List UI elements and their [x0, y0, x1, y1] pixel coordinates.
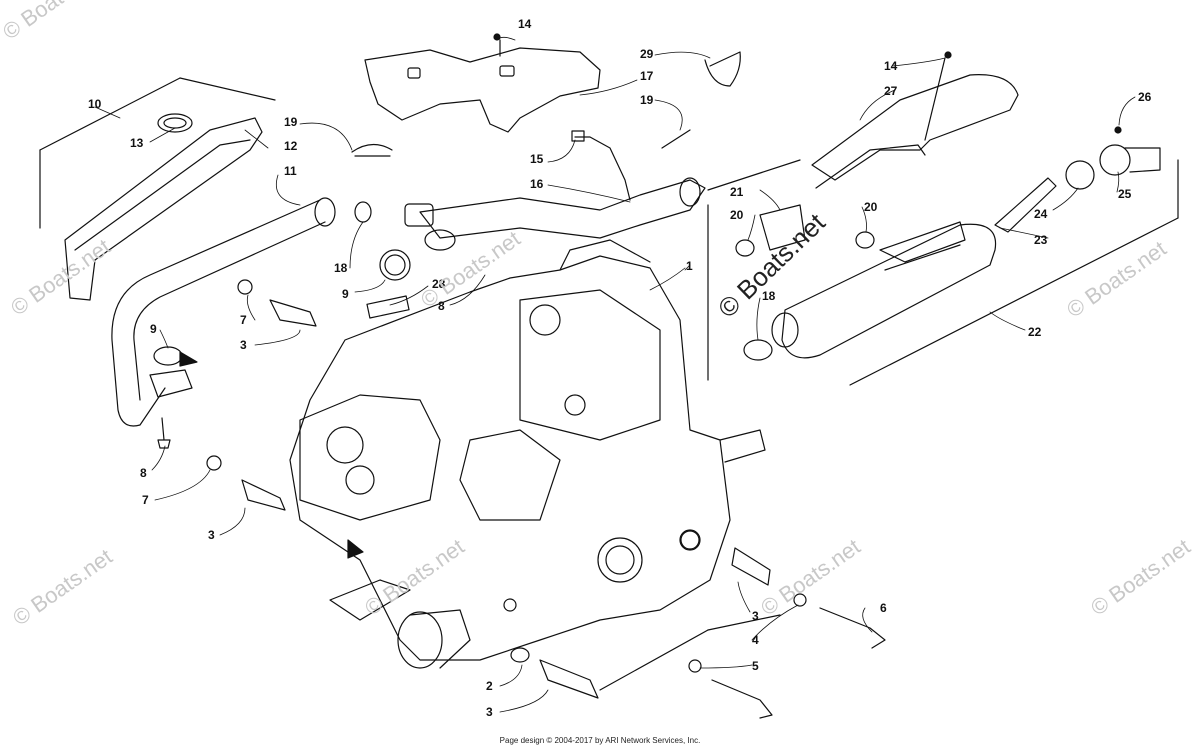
callout-28: 28 [432, 277, 446, 291]
callout-8: 8 [140, 466, 147, 480]
callout-11: 11 [284, 164, 297, 178]
engine-mounts [206, 279, 886, 719]
callout-10: 10 [88, 97, 102, 111]
callout-20: 20 [864, 200, 878, 214]
callout-20: 20 [730, 208, 744, 222]
callout-4: 4 [752, 633, 759, 647]
callout-17: 17 [640, 69, 654, 83]
callout-3: 3 [486, 705, 493, 719]
front-pipe-assembly [351, 51, 741, 319]
leader-lines [94, 36, 1136, 713]
muffler-assembly [707, 51, 1179, 386]
callout-18: 18 [334, 261, 348, 275]
callout-6: 6 [880, 601, 887, 615]
callout-29: 29 [640, 47, 654, 61]
callout-19: 19 [284, 115, 298, 129]
callout-26: 26 [1138, 90, 1152, 104]
callout-14: 14 [884, 59, 898, 73]
callout-9: 9 [150, 322, 157, 336]
callout-8: 8 [438, 299, 445, 313]
callout-3: 3 [752, 609, 759, 623]
callout-7: 7 [142, 493, 149, 507]
callout-3: 3 [208, 528, 215, 542]
callout-7: 7 [240, 313, 247, 327]
callout-labels: 1 2 3 3 3 3 4 5 6 7 7 8 8 9 9 10 11 12 1… [88, 17, 1152, 719]
callout-5: 5 [752, 659, 759, 673]
engine-block [289, 239, 766, 669]
header-pipe-assembly [39, 77, 336, 449]
callout-12: 12 [284, 139, 298, 153]
callout-9: 9 [342, 287, 349, 301]
callout-13: 13 [130, 136, 144, 150]
callout-24: 24 [1034, 207, 1048, 221]
callout-16: 16 [530, 177, 544, 191]
callout-14: 14 [518, 17, 532, 31]
callout-3: 3 [240, 338, 247, 352]
callout-27: 27 [884, 84, 898, 98]
callout-21: 21 [730, 185, 744, 199]
callout-23: 23 [1034, 233, 1048, 247]
callout-18: 18 [762, 289, 776, 303]
callout-15: 15 [530, 152, 544, 166]
callout-2: 2 [486, 679, 493, 693]
callout-19: 19 [640, 93, 654, 107]
callout-1: 1 [686, 259, 693, 273]
page-footer: Page design © 2004-2017 by ARI Network S… [499, 736, 701, 745]
callout-22: 22 [1028, 325, 1042, 339]
upper-heat-shield [364, 33, 601, 133]
callout-25: 25 [1118, 187, 1132, 201]
